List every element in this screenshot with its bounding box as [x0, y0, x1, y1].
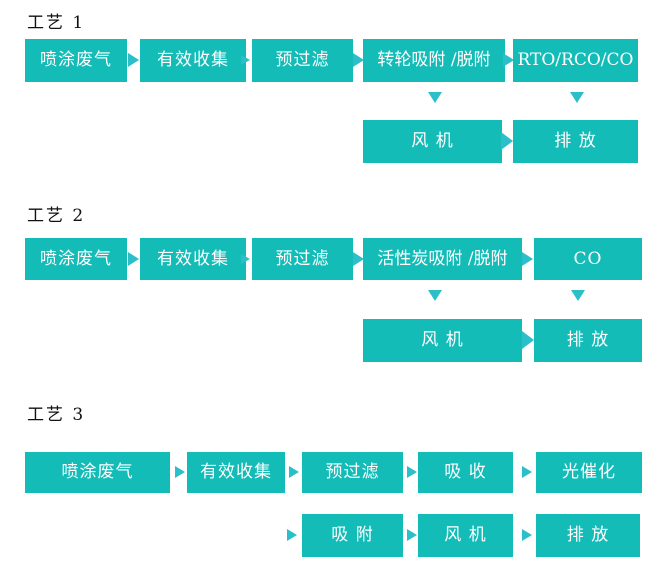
p3-node-paint-exhaust: 喷涂废气 — [25, 452, 170, 493]
right-arrow-icon — [241, 254, 250, 264]
p1-node-discharge: 排 放 — [513, 120, 638, 163]
right-arrow-icon — [353, 53, 364, 67]
process-2-title: 工艺 2 — [27, 206, 86, 226]
p2-node-fan: 风 机 — [363, 319, 522, 362]
p3-node-adsorption: 吸 附 — [302, 514, 403, 557]
down-arrow-icon — [428, 290, 442, 301]
right-arrow-icon — [522, 466, 532, 478]
right-arrow-icon — [287, 529, 297, 541]
right-arrow-icon — [241, 55, 250, 65]
p3-node-absorption: 吸 收 — [418, 452, 513, 493]
down-arrow-icon — [571, 290, 585, 301]
right-arrow-icon — [128, 252, 139, 266]
p2-node-paint-exhaust: 喷涂废气 — [25, 238, 127, 280]
p3-node-fan: 风 机 — [418, 514, 513, 557]
right-arrow-icon — [522, 331, 534, 349]
p2-node-co: CO — [534, 238, 642, 280]
right-arrow-icon — [503, 53, 514, 67]
p1-node-collection: 有效收集 — [140, 39, 246, 82]
p2-node-collection: 有效收集 — [140, 238, 246, 280]
p1-node-fan: 风 机 — [363, 120, 502, 163]
process-3-title: 工艺 3 — [27, 405, 86, 425]
p3-node-prefilter: 预过滤 — [302, 452, 403, 493]
p2-node-discharge: 排 放 — [534, 319, 642, 362]
p3-node-photocatalysis: 光催化 — [536, 452, 642, 493]
process-1-title: 工艺 1 — [27, 13, 86, 33]
p2-node-activated-carbon-adsorption-desorption: 活性炭吸附 /脱附 — [363, 238, 522, 280]
right-arrow-icon — [289, 466, 299, 478]
right-arrow-icon — [128, 53, 139, 67]
right-arrow-icon — [522, 252, 533, 266]
p1-node-paint-exhaust: 喷涂废气 — [25, 39, 127, 82]
down-arrow-icon — [428, 92, 442, 103]
right-arrow-icon — [353, 252, 364, 266]
right-arrow-icon — [175, 466, 185, 478]
right-arrow-icon — [501, 132, 513, 150]
p3-node-discharge: 排 放 — [536, 514, 640, 557]
right-arrow-icon — [407, 529, 417, 541]
down-arrow-icon — [570, 92, 584, 103]
p1-node-prefilter: 预过滤 — [252, 39, 353, 82]
p1-node-rto-rco-co: RTO/RCO/CO — [513, 39, 638, 82]
right-arrow-icon — [522, 529, 532, 541]
p1-node-rotor-adsorption-desorption: 转轮吸附 /脱附 — [363, 39, 505, 82]
p3-node-collection: 有效收集 — [187, 452, 285, 493]
right-arrow-icon — [407, 466, 417, 478]
p2-node-prefilter: 预过滤 — [252, 238, 353, 280]
